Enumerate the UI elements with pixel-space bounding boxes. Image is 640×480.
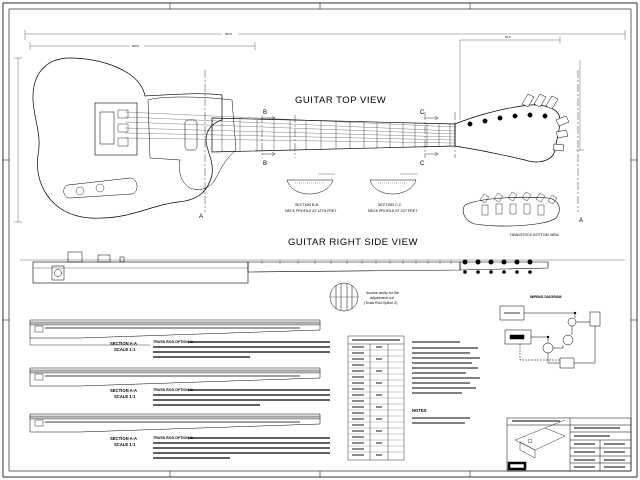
neck-profile-c-caption: NECK PROFILE AT 1ST FRET <box>368 209 418 213</box>
title-block-isometric <box>514 419 566 459</box>
access-note-line3: (Truss Rod Option 2) <box>364 301 397 305</box>
neck-profile-c-title: SECTION C-C <box>378 203 402 207</box>
frame-ticks <box>3 3 637 477</box>
truss-rod-section-2 <box>29 367 321 387</box>
fret-table-cell-marks <box>352 339 400 456</box>
truss-opt2-scale: SCALE 1:1 <box>114 394 136 399</box>
section-marker-c-top: C <box>420 110 425 116</box>
notes-title: NOTES <box>412 408 427 413</box>
side-neck <box>247 261 461 273</box>
wiring-title: WIRING DIAGRAM <box>530 295 562 299</box>
tuner-pegs-top <box>467 112 548 127</box>
headstock-bottom-view-label: HEADSTOCK BOTTOM VIEW <box>510 233 559 237</box>
truss-rod-section-1 <box>29 319 321 346</box>
section-marker-a-right: A <box>579 218 583 224</box>
access-cavity-detail <box>329 282 359 312</box>
side-output-jack <box>51 265 65 281</box>
truss-opt1-section: SECTION A-A <box>110 341 137 346</box>
section-marker-b-bottom: B <box>263 161 267 167</box>
fret-table-rows <box>348 349 404 453</box>
svg-text:000.0: 000.0 <box>132 44 139 48</box>
svg-text:000.0: 000.0 <box>225 32 232 36</box>
neck-outline <box>211 117 456 153</box>
guitar-top-view <box>32 57 561 219</box>
top-view-title: GUITAR TOP VIEW <box>295 95 386 106</box>
truss-opt1-scale: SCALE 1:1 <box>114 347 136 352</box>
truss-opt3-section: SECTION A-A <box>110 436 137 441</box>
dimension-lines-top <box>14 30 626 223</box>
side-body <box>32 261 249 284</box>
tuner-keys-top <box>521 93 570 152</box>
neck-profile-c <box>369 173 418 195</box>
frets <box>221 119 451 152</box>
section-marker-c-bottom: C <box>420 161 425 167</box>
bridge-pickup <box>99 111 115 145</box>
bridge-plate <box>94 102 138 156</box>
truss-opt1-text-lines <box>153 341 330 358</box>
truss-opt2-text-lines <box>153 389 330 406</box>
headstock-outline <box>454 104 561 163</box>
side-view-tuners <box>462 259 533 274</box>
pickguard <box>147 96 237 190</box>
side-view-title: GUITAR RIGHT SIDE VIEW <box>288 237 418 248</box>
headstock-bottom-view-drawing <box>462 191 560 227</box>
access-note-line2: adjustment nut <box>370 296 394 300</box>
neck-profile-b <box>286 173 335 195</box>
title-block <box>506 417 632 472</box>
access-note-line1: Access cavity for the <box>366 291 399 295</box>
dimension-labels: 000.0 000.0 00.0 <box>130 31 511 48</box>
section-cut-lines <box>204 70 579 212</box>
title-block-text-lines <box>512 420 625 468</box>
guitar-side-view <box>20 251 625 284</box>
truss-opt3-title: TRUSS ROD OPTION 3: <box>153 436 193 440</box>
wiring-diagram <box>499 305 601 369</box>
truss-opt2-section: SECTION A-A <box>110 388 137 393</box>
truss-opt2-title: TRUSS ROD OPTION 2: <box>153 388 193 392</box>
section-marker-b-top: B <box>263 110 267 116</box>
notes-footer-lines <box>412 417 470 424</box>
truss-opt3-text-lines <box>153 437 330 459</box>
notes-text-lines <box>412 341 480 394</box>
neck-pickup <box>184 119 198 151</box>
svg-text:00.0: 00.0 <box>505 35 511 39</box>
truss-rod-section-3 <box>29 413 321 433</box>
neck-profile-b-caption: NECK PROFILE AT 12TH FRET <box>285 209 337 213</box>
neck-profile-b-title: SECTION B-B <box>295 203 319 207</box>
section-marker-a-left: A <box>199 214 203 220</box>
control-plate <box>63 177 138 199</box>
section-arrows <box>262 115 439 157</box>
side-view-frets <box>261 260 452 264</box>
truss-opt3-scale: SCALE 1:1 <box>114 442 136 447</box>
truss-opt1-title: TRUSS ROD OPTION 1: <box>153 340 193 344</box>
